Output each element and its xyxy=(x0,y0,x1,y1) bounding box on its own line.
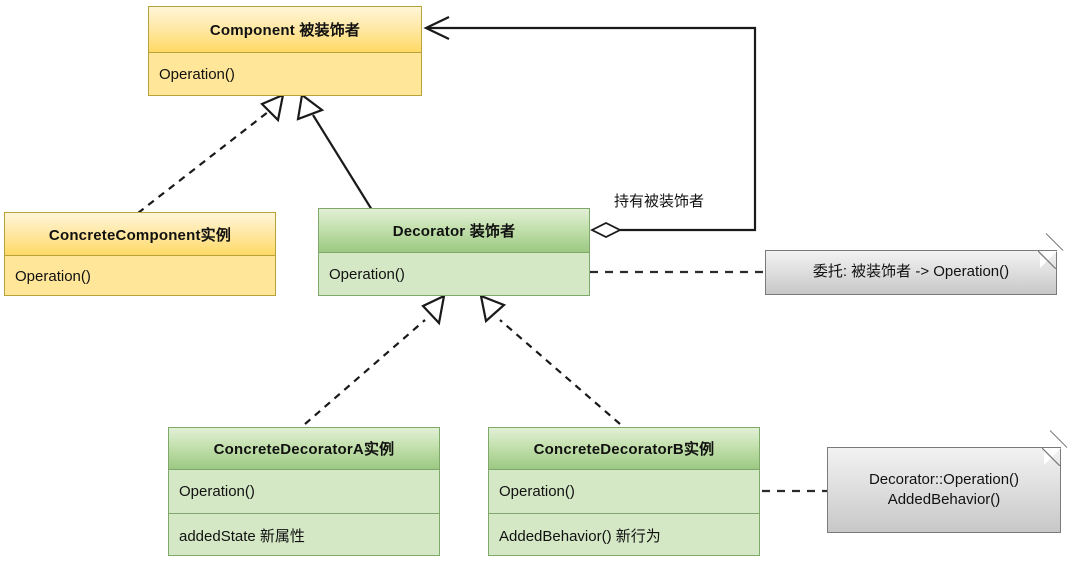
class-member-operation: Operation() xyxy=(5,256,275,295)
edge-decorator-a-to-decorator xyxy=(304,294,446,425)
class-header-concrete-component: ConcreteComponent实例 xyxy=(5,213,275,256)
class-member-operation: Operation() xyxy=(489,470,759,513)
class-box-concrete-decorator-b[interactable]: ConcreteDecoratorB实例 Operation() AddedBe… xyxy=(488,427,760,556)
edge-decorator-aggregates-component xyxy=(423,16,757,239)
class-box-concrete-decorator-a[interactable]: ConcreteDecoratorA实例 Operation() addedSt… xyxy=(168,427,440,556)
class-member-operation: Operation() xyxy=(149,53,421,95)
note-decorator-b-line-1: Decorator::Operation() xyxy=(868,470,1020,488)
hollow-triangle-arrowhead-icon xyxy=(479,294,507,324)
class-box-concrete-component[interactable]: ConcreteComponent实例 Operation() xyxy=(4,212,276,296)
edge-label-aggregation: 持有被装饰者 xyxy=(614,193,705,210)
edge-line-generalization-decorator xyxy=(312,114,373,211)
class-member-operation: Operation() xyxy=(319,253,589,295)
edge-line-aggregation xyxy=(428,26,757,232)
class-box-component[interactable]: Component 被装饰者 Operation() xyxy=(148,6,422,96)
class-header-component: Component 被装饰者 xyxy=(149,7,421,53)
edge-line-realization-concrete-component xyxy=(137,111,269,214)
hollow-triangle-arrowhead-icon xyxy=(260,93,285,123)
note-delegate-text: 委托: 被装饰者 -> Operation() xyxy=(812,263,1010,281)
class-header-concrete-decorator-a: ConcreteDecoratorA实例 xyxy=(169,428,439,470)
class-header-concrete-decorator-b: ConcreteDecoratorB实例 xyxy=(489,428,759,470)
note-fold-corner-icon xyxy=(1044,447,1061,465)
note-decorator-b[interactable]: Decorator::Operation() AddedBehavior() xyxy=(827,447,1061,533)
hollow-triangle-arrowhead-icon xyxy=(296,93,325,121)
class-member-added-behavior: AddedBehavior() 新行为 xyxy=(489,513,759,555)
edge-decorator-b-to-decorator xyxy=(479,294,621,425)
hollow-triangle-arrowhead-icon xyxy=(421,294,446,326)
note-decorator-b-line-2: AddedBehavior() xyxy=(887,491,1001,508)
note-fold-corner-icon xyxy=(1040,250,1057,268)
edge-decorator-to-component-inherit xyxy=(296,93,373,211)
open-arrowhead-icon xyxy=(423,16,450,40)
class-box-decorator[interactable]: Decorator 装饰者 Operation() xyxy=(318,208,590,296)
edge-line-realization-decorator-a xyxy=(304,319,426,425)
edge-concrete-component-to-component xyxy=(137,93,285,214)
class-member-operation: Operation() xyxy=(169,470,439,513)
class-header-decorator: Decorator 装饰者 xyxy=(319,209,589,253)
class-member-added-state: addedState 新属性 xyxy=(169,513,439,555)
hollow-diamond-icon xyxy=(589,221,623,239)
note-delegate[interactable]: 委托: 被装饰者 -> Operation() xyxy=(765,250,1057,295)
edge-line-realization-decorator-b xyxy=(499,319,621,425)
